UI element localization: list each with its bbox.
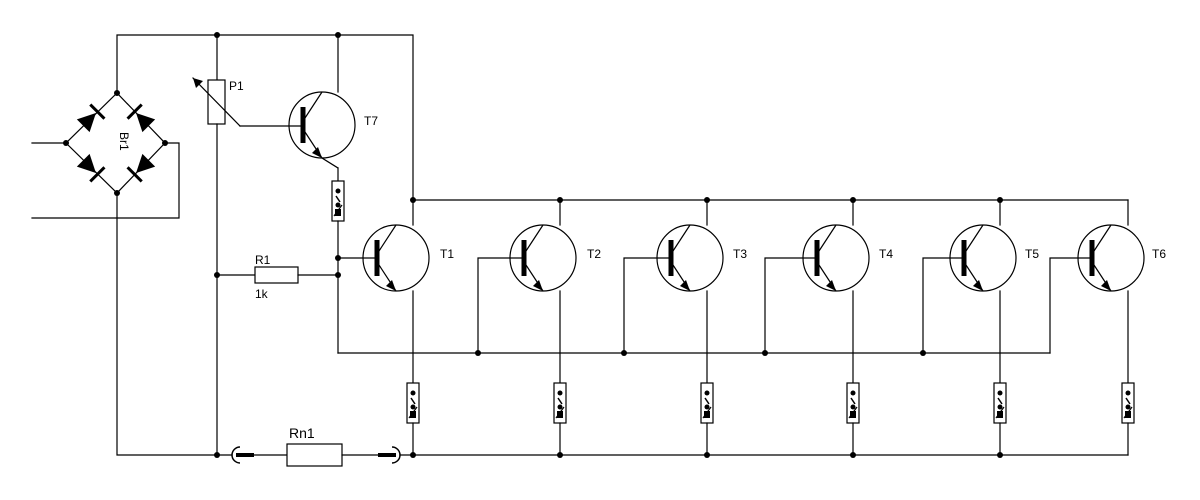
pot-label: P1 (229, 79, 244, 93)
bridge-rectifier: Br1 (63, 90, 168, 196)
t1-label: T1 (440, 247, 454, 261)
thermal-fuse-icon (993, 382, 1007, 424)
t4-label: T4 (879, 247, 893, 261)
npn-transistor-icon (289, 92, 355, 158)
thermal-fuse-icon (406, 382, 420, 424)
transistor-t5: T5 (922, 199, 1039, 383)
transistor-t6: T6 (1049, 199, 1166, 383)
transistor-t2: T2 (477, 199, 601, 383)
thermal-fuse-icon (1121, 382, 1135, 424)
t3-label: T3 (733, 247, 747, 261)
thermal-fuse-icon (553, 382, 567, 424)
thermal-fuse-icon (331, 180, 345, 222)
transistor-t1: T1 (337, 199, 454, 383)
t5-label: T5 (1025, 247, 1039, 261)
t2-label: T2 (587, 247, 601, 261)
bridge-label: Br1 (117, 132, 131, 151)
rn1-label: Rn1 (289, 425, 315, 441)
transistor-t4: T4 (764, 199, 893, 383)
thermal-fuse-icon (700, 382, 714, 424)
t6-label: T6 (1152, 247, 1166, 261)
t7-label: T7 (364, 114, 378, 128)
resistor-r1: R1 1k (216, 253, 339, 301)
r1-label: R1 (255, 253, 271, 267)
transistor-t3: T3 (623, 199, 747, 383)
shunt-resistor-rn1: Rn1 (231, 425, 401, 467)
transistor-t7: T7 (239, 34, 378, 183)
r1-value: 1k (255, 287, 269, 301)
potentiometer-p1: P1 (192, 34, 244, 456)
thermal-fuse-icon (846, 382, 860, 424)
